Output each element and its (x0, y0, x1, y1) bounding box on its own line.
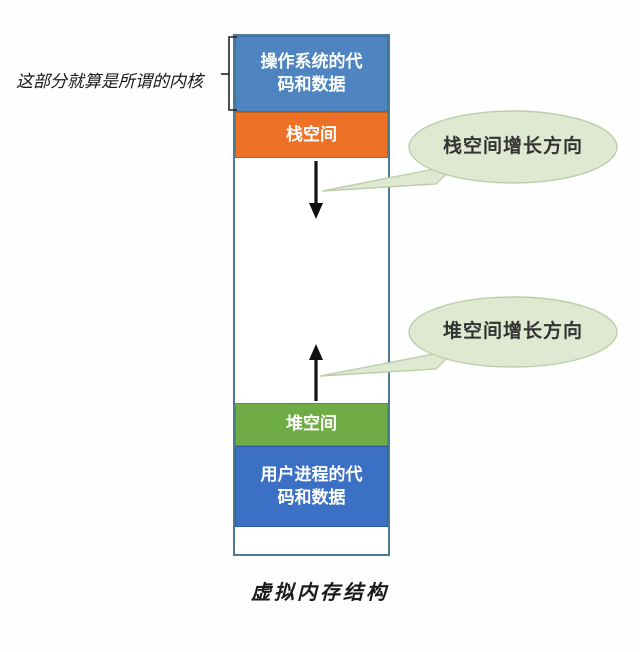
segment-heap-label: 堆空间 (286, 414, 337, 434)
segment-stack-space: 栈空间 (235, 112, 388, 158)
segment-os-label-line1: 操作系统的代 (260, 52, 363, 72)
segment-user-code-data: 用户进程的代 码和数据 (235, 446, 388, 527)
segment-stack-label: 栈空间 (286, 124, 337, 144)
memory-column: 操作系统的代 码和数据 栈空间 堆空间 用户进程的代 码和数据 (233, 34, 390, 556)
segment-reserved-blank (235, 527, 388, 554)
segment-user-label-line1: 用户进程的代 (260, 464, 363, 484)
heap-growth-callout-label: 堆空间增长方向 (442, 321, 583, 342)
kernel-annotation: 这部分就算是所谓的内核 (16, 72, 203, 92)
segment-os-code-data: 操作系统的代 码和数据 (235, 36, 388, 112)
segment-free-gap (235, 158, 388, 403)
segment-user-label: 用户进程的代 码和数据 (253, 464, 371, 510)
stack-growth-callout-label: 栈空间增长方向 (442, 136, 583, 157)
segment-os-label-line2: 码和数据 (277, 75, 346, 94)
segment-user-label-line2: 码和数据 (277, 487, 346, 507)
diagram-caption: 虚拟内存结构 (251, 580, 389, 604)
segment-heap-space: 堆空间 (235, 403, 388, 446)
segment-os-label: 操作系统的代 码和数据 (253, 51, 371, 97)
